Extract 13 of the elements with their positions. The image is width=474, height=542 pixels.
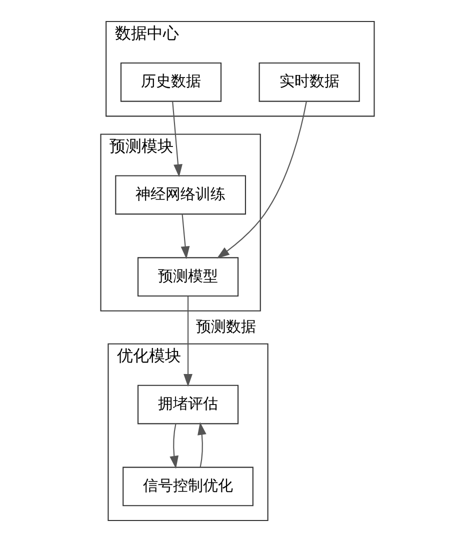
- edge-label: 预测数据: [196, 317, 256, 336]
- node-box: 拥堵评估: [136, 384, 238, 424]
- arrow: [172, 101, 182, 178]
- node-box: 实时数据: [258, 62, 360, 102]
- arrow: [216, 101, 306, 259]
- node-box: 历史数据: [120, 62, 222, 102]
- arrow: [180, 214, 190, 260]
- arrow: [169, 424, 178, 469]
- arrow: [197, 422, 206, 468]
- node-box: 预测模型: [136, 257, 238, 297]
- node-box: 神经网络训练: [114, 175, 246, 215]
- arrow: [183, 296, 192, 387]
- node-box: 信号控制优化: [122, 466, 253, 506]
